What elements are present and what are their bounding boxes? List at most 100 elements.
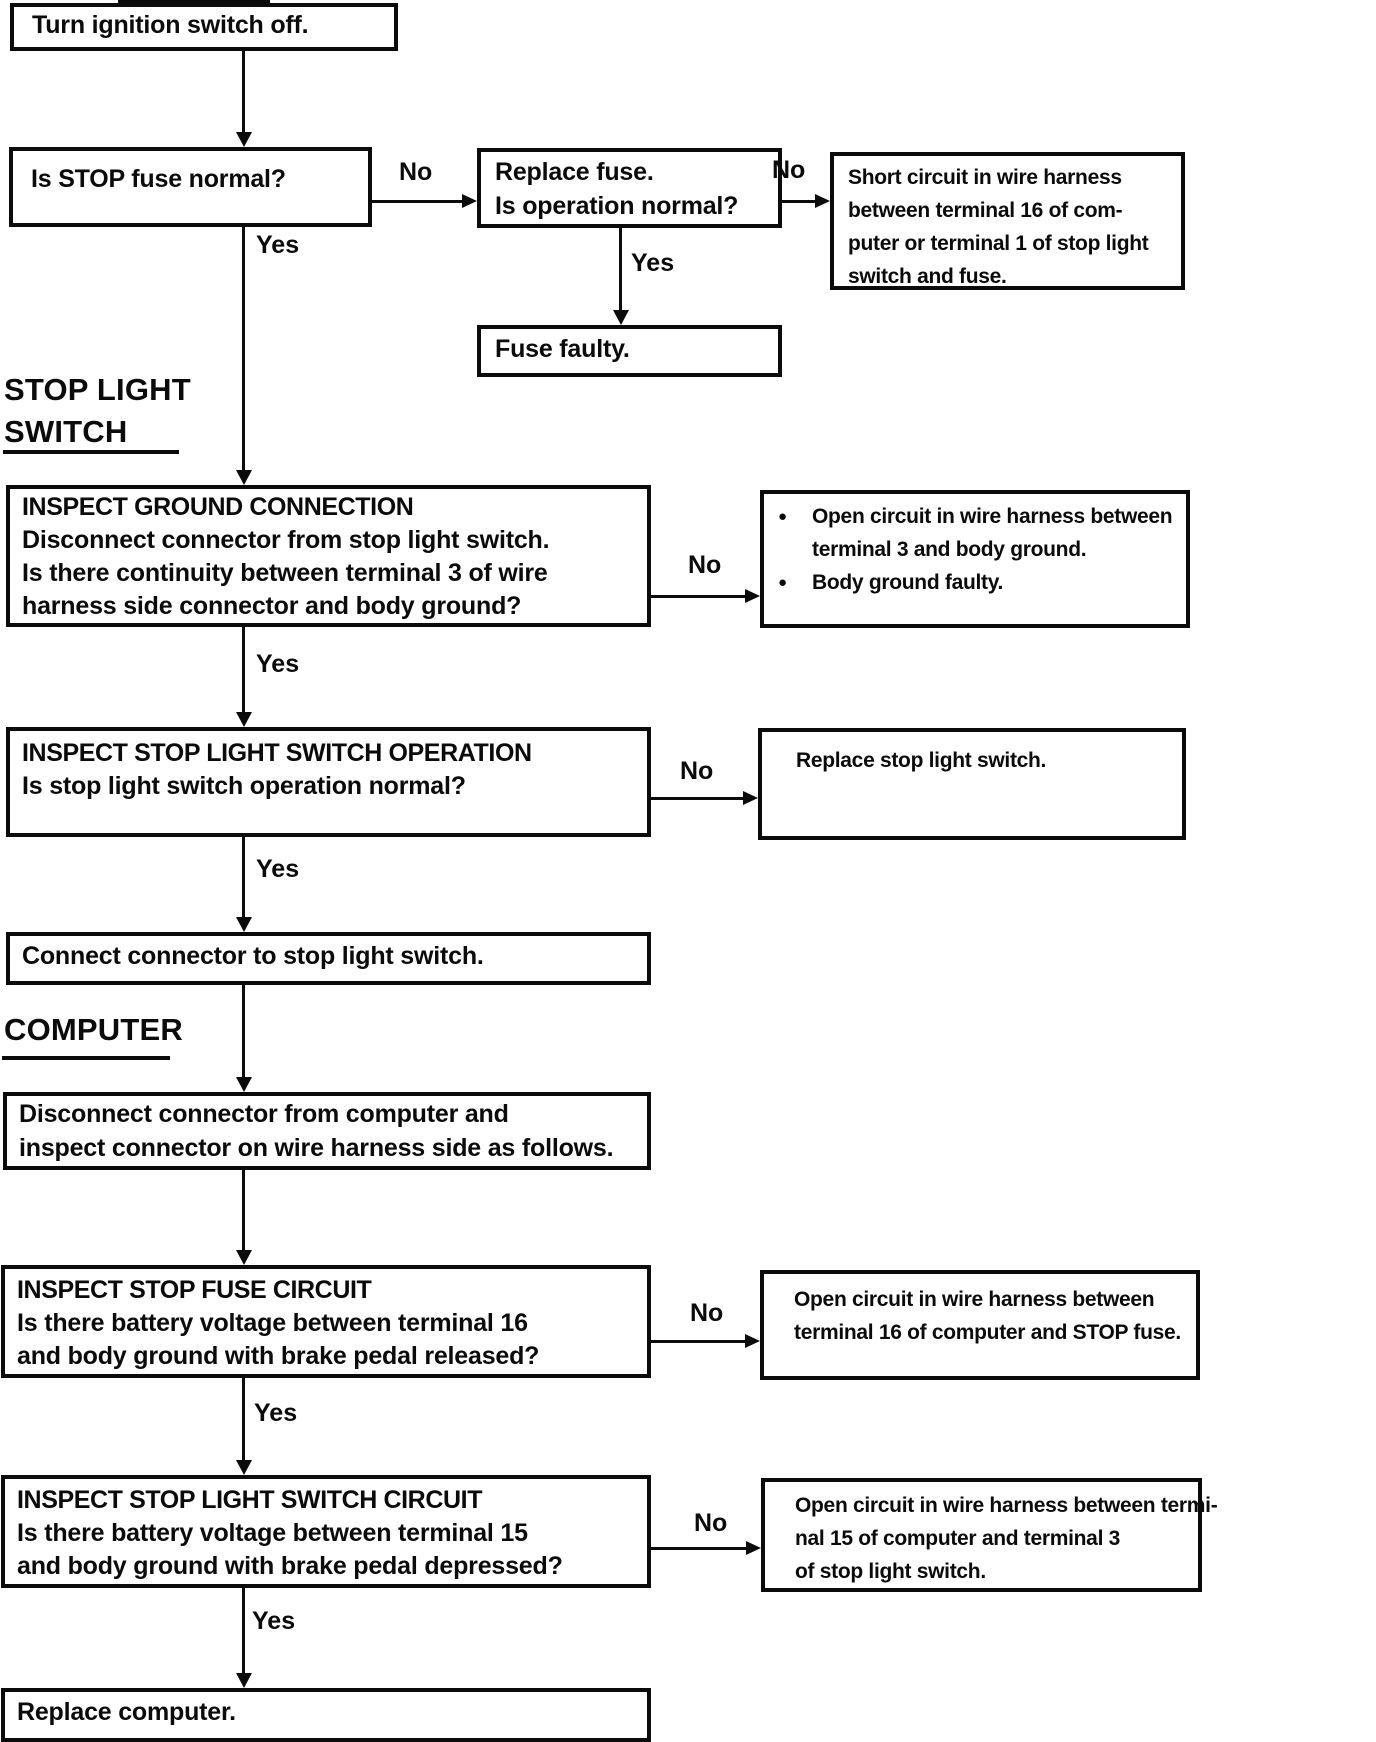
connector-line: [372, 200, 464, 203]
box-inspect-stop-light-switch-operation: INSPECT STOP LIGHT SWITCH OPERATION Is s…: [6, 727, 651, 837]
box-text-line: Is operation normal?: [495, 192, 739, 220]
connector-line: [242, 985, 245, 1079]
arrow-right-icon: [746, 1541, 761, 1555]
box-text-line: Open circuit in wire harness between: [794, 1288, 1155, 1311]
arrow-down-icon: [236, 1673, 252, 1688]
arrow-down-icon: [236, 1250, 252, 1265]
branch-label-no: No: [772, 156, 806, 184]
section-underline: [3, 450, 179, 454]
box-text-line: Replace fuse.: [495, 158, 654, 186]
connector-line: [651, 1547, 748, 1550]
connector-line: [242, 837, 245, 919]
box-text-line: Open circuit in wire harness between ter…: [795, 1494, 1218, 1517]
box-text-line: and body ground with brake pedal depress…: [17, 1552, 563, 1580]
branch-label-yes: Yes: [256, 855, 300, 883]
arrow-down-icon: [236, 132, 252, 147]
box-text-line: Disconnect connector from computer and: [19, 1100, 509, 1128]
box-text-line: puter or terminal 1 of stop light: [848, 232, 1149, 255]
box-open-circuit-terminal-15: Open circuit in wire harness between ter…: [761, 1478, 1218, 1592]
branch-label-yes: Yes: [254, 1399, 298, 1427]
box-inspect-stop-fuse-circuit: INSPECT STOP FUSE CIRCUIT Is there batte…: [1, 1265, 651, 1378]
arrow-down-icon: [236, 470, 252, 485]
box-text-line: of stop light switch.: [795, 1560, 986, 1583]
box-text-line: nal 15 of computer and terminal 3: [795, 1527, 1121, 1550]
section-underline: [2, 1056, 170, 1060]
box-text-line: Body ground faulty.: [812, 571, 1004, 594]
bullet-item: ● Body ground faulty.: [772, 566, 1174, 599]
branch-label-no: No: [399, 158, 433, 186]
box-title: INSPECT STOP FUSE CIRCUIT: [17, 1276, 372, 1304]
box-disconnect-computer: Disconnect connector from computer and i…: [3, 1092, 651, 1170]
box-text-line: inspect connector on wire harness side a…: [19, 1134, 614, 1162]
box-connect-connector: Connect connector to stop light switch.: [6, 932, 651, 985]
scan-artifact-line: [118, 0, 270, 4]
connector-line: [242, 1378, 245, 1462]
connector-line: [651, 1340, 747, 1343]
connector-line: [619, 228, 622, 312]
box-title: INSPECT STOP LIGHT SWITCH CIRCUIT: [17, 1486, 483, 1514]
arrow-right-icon: [462, 194, 477, 208]
box-text-line: terminal 16 of computer and STOP fuse.: [794, 1321, 1181, 1344]
box-title: INSPECT STOP LIGHT SWITCH OPERATION: [22, 739, 532, 767]
box-text-line: between terminal 16 of com-: [848, 199, 1123, 222]
box-ground-fault-result: ● Open circuit in wire harness between t…: [760, 490, 1190, 628]
box-inspect-ground-connection: INSPECT GROUND CONNECTION Disconnect con…: [6, 485, 651, 627]
connector-line: [242, 1588, 245, 1675]
branch-label-yes: Yes: [252, 1607, 296, 1635]
arrow-right-icon: [743, 791, 758, 805]
branch-label-no: No: [690, 1299, 724, 1327]
box-text-line: Disconnect connector from stop light swi…: [22, 526, 550, 554]
arrow-down-icon: [613, 310, 629, 325]
bullet-icon: ●: [778, 508, 787, 525]
bullet-icon: ●: [778, 574, 787, 591]
box-text-line: Fuse faulty.: [495, 335, 630, 363]
arrow-down-icon: [236, 1460, 252, 1475]
arrow-down-icon: [236, 917, 252, 932]
box-text-line: harness side connector and body ground?: [22, 592, 522, 620]
box-text-line: Short circuit in wire harness: [848, 166, 1122, 189]
branch-label-no: No: [688, 551, 722, 579]
connector-line: [242, 627, 245, 714]
arrow-right-icon: [815, 194, 830, 208]
connector-line: [651, 595, 747, 598]
box-turn-ignition: Turn ignition switch off.: [10, 3, 398, 51]
box-text-line: Connect connector to stop light switch.: [22, 942, 484, 970]
arrow-down-icon: [236, 1077, 252, 1092]
box-fuse-faulty: Fuse faulty.: [477, 325, 782, 377]
box-short-circuit-result: Short circuit in wire harness between te…: [830, 152, 1185, 290]
connector-line: [651, 797, 745, 800]
box-text-line: Is there battery voltage between termina…: [17, 1519, 528, 1547]
connector-line: [242, 51, 245, 135]
branch-label-no: No: [680, 757, 714, 785]
branch-label-yes: Yes: [256, 650, 300, 678]
section-heading-stop-light-switch-line2: SWITCH: [4, 414, 128, 449]
box-text-line: Turn ignition switch off.: [32, 11, 309, 39]
box-text-line: switch and fuse.: [848, 265, 1007, 288]
box-title: INSPECT GROUND CONNECTION: [22, 493, 414, 521]
box-text-line: Is there battery voltage between termina…: [17, 1309, 528, 1337]
section-heading-computer: COMPUTER: [4, 1012, 183, 1047]
bullet-item: ● Open circuit in wire harness between t…: [772, 500, 1174, 566]
box-is-stop-fuse-normal: Is STOP fuse normal?: [9, 147, 372, 227]
arrow-down-icon: [236, 712, 252, 727]
box-text-line: Is STOP fuse normal?: [31, 165, 286, 193]
box-replace-computer: Replace computer.: [1, 1688, 651, 1742]
branch-label-yes: Yes: [256, 231, 300, 259]
box-replace-fuse: Replace fuse. Is operation normal?: [477, 148, 782, 228]
box-replace-stop-light-switch: Replace stop light switch.: [758, 728, 1186, 840]
connector-line: [242, 227, 245, 472]
box-text-line: Open circuit in wire harness between: [812, 505, 1173, 528]
box-text-line: and body ground with brake pedal release…: [17, 1342, 540, 1370]
box-text-line: terminal 3 and body ground.: [812, 538, 1087, 561]
branch-label-yes: Yes: [631, 249, 675, 277]
box-text-line: Is there continuity between terminal 3 o…: [22, 559, 548, 587]
box-text-line: Is stop light switch operation normal?: [22, 772, 466, 800]
connector-line: [242, 1170, 245, 1252]
box-text-line: Replace stop light switch.: [796, 749, 1047, 772]
box-inspect-stop-light-switch-circuit: INSPECT STOP LIGHT SWITCH CIRCUIT Is the…: [1, 1475, 651, 1588]
arrow-right-icon: [745, 1334, 760, 1348]
box-open-circuit-stop-fuse: Open circuit in wire harness between ter…: [760, 1270, 1200, 1380]
connector-line: [782, 200, 817, 203]
box-text-line: Replace computer.: [17, 1698, 236, 1726]
